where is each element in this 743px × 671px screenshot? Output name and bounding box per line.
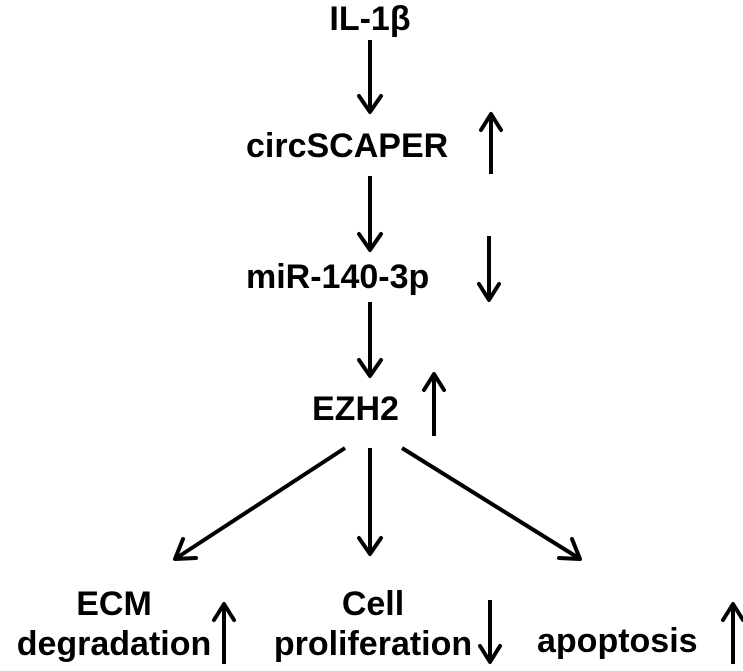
node-ecm-line2: degradation bbox=[16, 625, 212, 663]
up-arrow-icon bbox=[422, 372, 446, 436]
node-circscaper: circSCAPER bbox=[246, 127, 486, 165]
node-cell-line1: Cell bbox=[341, 585, 405, 623]
up-arrow-icon bbox=[479, 112, 503, 174]
edge-il1b-to-circscaper bbox=[357, 40, 383, 114]
node-il1b: IL-1β bbox=[320, 0, 420, 38]
node-il1b-label: IL-1β bbox=[329, 0, 411, 38]
node-cell-line2: proliferation bbox=[273, 625, 473, 663]
down-arrow-icon bbox=[478, 600, 502, 664]
node-ecm-line1: ECM bbox=[76, 585, 152, 623]
node-mir140: miR-140-3p bbox=[246, 258, 476, 296]
edge-ezh2-to-cell bbox=[357, 448, 383, 556]
node-ecm-degradation: ECM degradation bbox=[14, 584, 214, 664]
edge-ezh2-to-apoptosis bbox=[400, 446, 582, 561]
node-cell-proliferation: Cell proliferation bbox=[268, 584, 478, 664]
node-apoptosis: apoptosis bbox=[537, 622, 717, 660]
edge-circscaper-to-mir140 bbox=[357, 176, 383, 252]
node-mir140-label: miR-140-3p bbox=[246, 258, 430, 296]
node-circscaper-label: circSCAPER bbox=[246, 127, 449, 165]
node-apoptosis-label: apoptosis bbox=[537, 622, 698, 660]
node-ezh2-label: EZH2 bbox=[312, 390, 399, 428]
up-arrow-icon bbox=[212, 602, 236, 664]
up-arrow-icon bbox=[721, 602, 743, 664]
edge-mir140-to-ezh2 bbox=[357, 302, 383, 378]
edge-ezh2-to-ecm bbox=[173, 446, 347, 561]
down-arrow-icon bbox=[477, 236, 501, 302]
node-ezh2: EZH2 bbox=[312, 390, 422, 428]
